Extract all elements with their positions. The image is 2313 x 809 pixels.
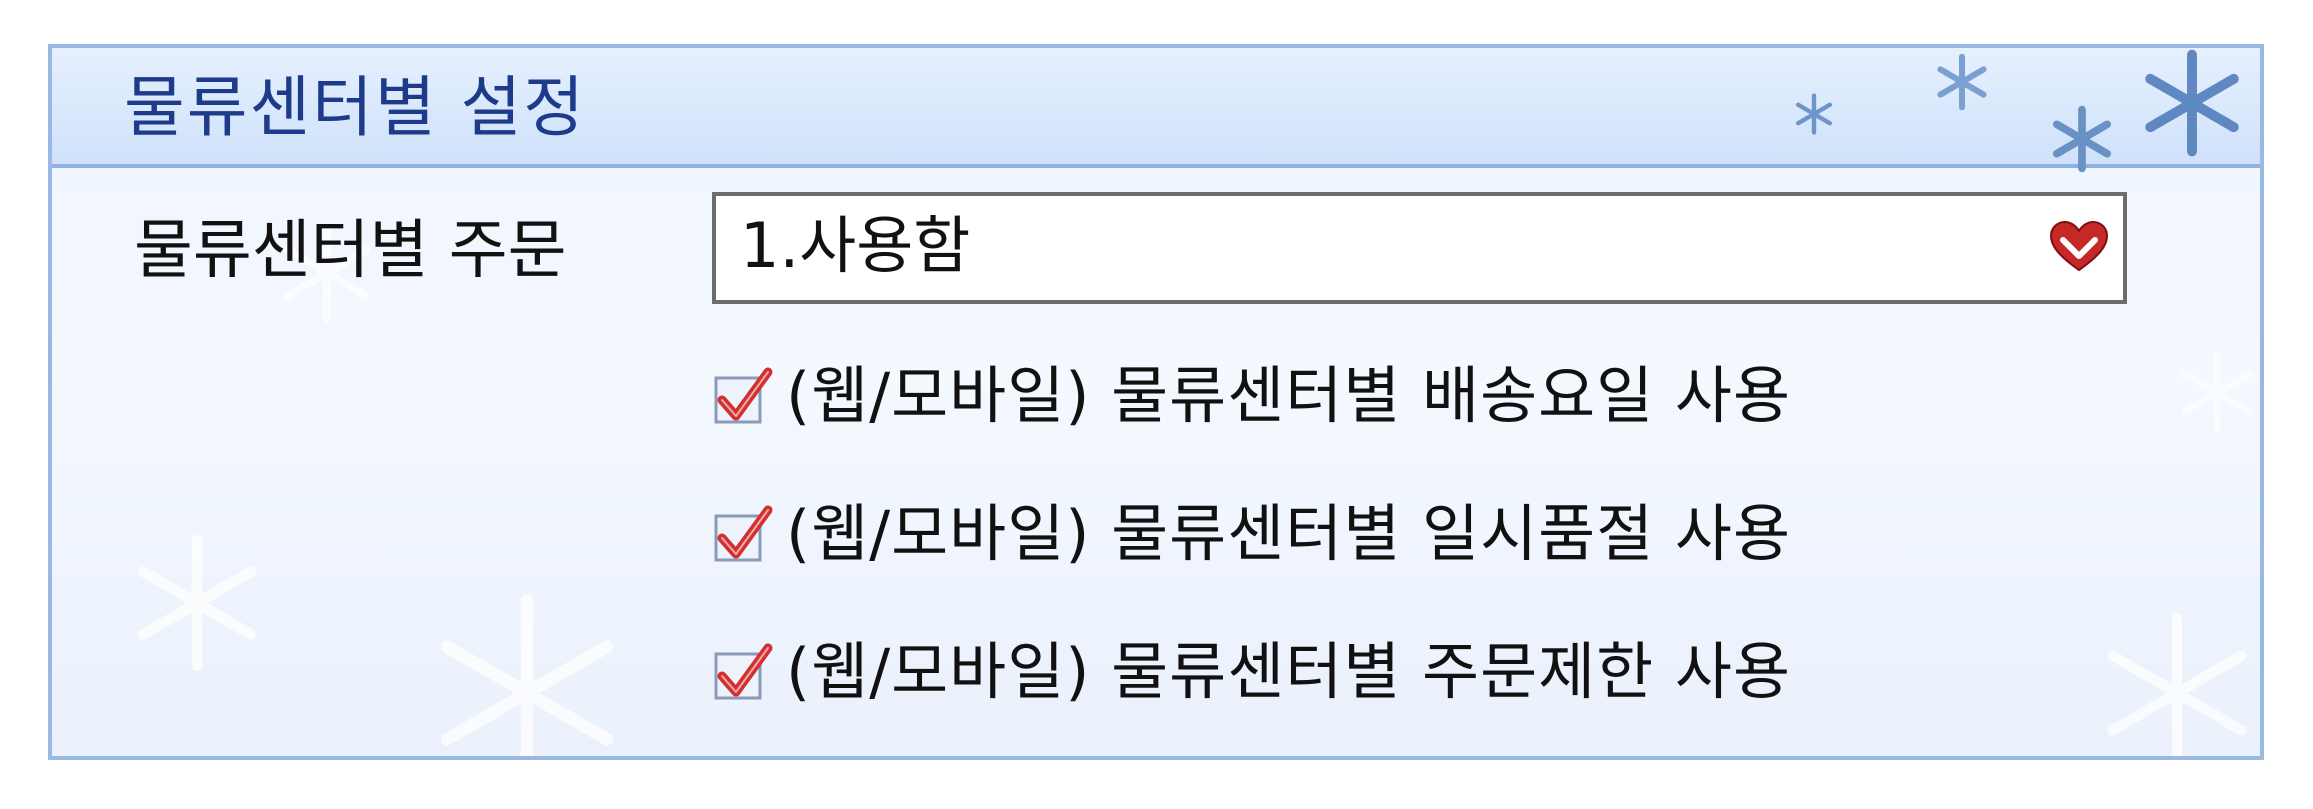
checkbox-checked[interactable] <box>712 364 776 428</box>
option-label: (웹/모바일) 물류센터별 일시품절 사용 <box>786 497 1791 570</box>
order-setting-select[interactable]: 1.사용함 <box>712 192 2127 304</box>
panel-title: 물류센터별 설정 <box>124 69 587 146</box>
snowflake-icon <box>2145 49 2239 157</box>
panel-header: 물류센터별 설정 <box>52 48 2260 173</box>
order-setting-value: 1.사용함 <box>740 209 971 282</box>
option-label: (웹/모바일) 물류센터별 배송요일 사용 <box>786 359 1791 432</box>
snowflake-icon <box>2107 613 2247 756</box>
option-row[interactable]: (웹/모바일) 물류센터별 배송요일 사용 <box>712 346 1791 446</box>
order-setting-label: 물류센터별 주문 <box>134 214 567 288</box>
checkbox-checked[interactable] <box>712 640 776 704</box>
option-label: (웹/모바일) 물류센터별 주문제한 사용 <box>786 635 1791 708</box>
checkbox-checked[interactable] <box>712 502 776 566</box>
snowflake-icon <box>2181 352 2253 434</box>
snowflake-icon <box>137 534 257 672</box>
snowflake-icon <box>1937 53 1987 111</box>
snowflake-icon <box>440 594 614 756</box>
settings-panel: 물류센터별 설정 물류센터별 주문 1.사용함 <box>48 44 2264 760</box>
snowflake-icon <box>1795 93 1833 135</box>
chevron-down-icon[interactable] <box>2049 220 2109 274</box>
option-row[interactable]: (웹/모바일) 물류센터별 일시품절 사용 <box>712 484 1791 584</box>
snowflake-icon <box>2052 105 2112 173</box>
option-row[interactable]: (웹/모바일) 물류센터별 주문제한 사용 <box>712 622 1791 722</box>
